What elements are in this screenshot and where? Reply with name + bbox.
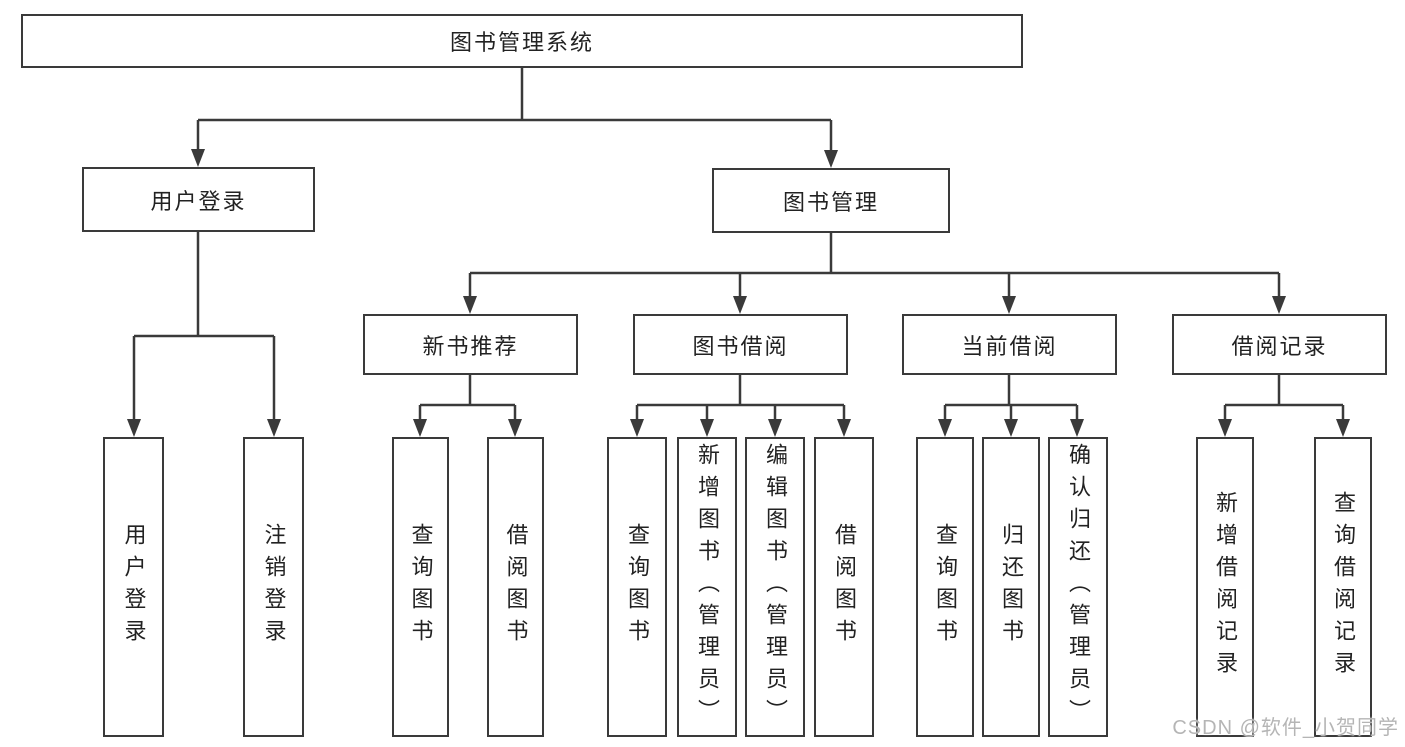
node-leaf-current-query-books: 查询图书 <box>916 437 974 737</box>
arrowheads <box>127 149 1350 437</box>
node-leaf-borrow-edit-books-label: 编辑图书（管理员） <box>763 443 788 731</box>
node-leaf-current-return-books-label: 归还图书 <box>999 523 1024 651</box>
csdn-watermark: CSDN @软件_小贺同学 <box>1172 717 1399 739</box>
node-book-borrow: 图书借阅 <box>633 314 848 375</box>
node-book-borrow-label: 图书借阅 <box>692 333 789 359</box>
arrow-down-icon <box>267 419 281 437</box>
node-leaf-borrow-query-books-label: 查询图书 <box>625 523 650 651</box>
node-leaf-user-login: 用户登录 <box>103 437 164 737</box>
connector-borrow-records <box>1223 375 1345 422</box>
arrow-down-icon <box>413 419 427 437</box>
node-root: 图书管理系统 <box>21 14 1023 68</box>
arrow-down-icon <box>630 419 644 437</box>
node-leaf-logout-label: 注销登录 <box>261 523 287 651</box>
arrow-down-icon <box>463 296 477 314</box>
arrow-down-icon <box>191 149 205 167</box>
node-leaf-current-confirm-return: 确认归还（管理员） <box>1048 437 1108 737</box>
arrow-down-icon <box>1218 419 1232 437</box>
connector-root <box>196 68 833 153</box>
node-borrow-records: 借阅记录 <box>1172 314 1387 375</box>
node-user-login: 用户登录 <box>82 167 315 232</box>
node-leaf-current-return-books: 归还图书 <box>982 437 1040 737</box>
arrow-down-icon <box>1004 419 1018 437</box>
connector-book-borrow <box>635 375 846 422</box>
node-current-borrow: 当前借阅 <box>902 314 1117 375</box>
node-leaf-rec-query-books-label: 查询图书 <box>408 523 434 651</box>
node-new-book-recommend: 新书推荐 <box>363 314 578 375</box>
node-leaf-records-add-record: 新增借阅记录 <box>1196 437 1254 737</box>
arrow-down-icon <box>1002 296 1016 314</box>
node-leaf-records-add-record-label: 新增借阅记录 <box>1213 491 1238 683</box>
node-leaf-rec-query-books: 查询图书 <box>392 437 449 737</box>
arrow-down-icon <box>768 419 782 437</box>
node-leaf-borrow-add-books: 新增图书（管理员） <box>677 437 737 737</box>
arrow-down-icon <box>127 419 141 437</box>
arrow-down-icon <box>508 419 522 437</box>
node-leaf-rec-borrow-books-label: 借阅图书 <box>503 523 529 651</box>
arrow-down-icon <box>700 419 714 437</box>
node-leaf-borrow-borrow-books-label: 借阅图书 <box>832 523 857 651</box>
node-borrow-records-label: 借阅记录 <box>1231 333 1328 359</box>
node-leaf-logout: 注销登录 <box>243 437 304 737</box>
arrow-down-icon <box>1336 419 1350 437</box>
connector-current-borrow <box>943 375 1079 422</box>
node-book-management: 图书管理 <box>712 168 950 233</box>
node-leaf-current-query-books-label: 查询图书 <box>933 523 958 651</box>
node-leaf-records-query-record-label: 查询借阅记录 <box>1331 491 1356 683</box>
arrow-down-icon <box>837 419 851 437</box>
connector-book-management <box>468 233 1281 299</box>
node-leaf-user-login-label: 用户登录 <box>121 523 147 651</box>
connector-user-login <box>132 232 276 422</box>
node-leaf-records-query-record: 查询借阅记录 <box>1314 437 1372 737</box>
connector-new-book-recommend <box>418 375 517 422</box>
node-new-book-recommend-label: 新书推荐 <box>422 333 519 359</box>
arrow-down-icon <box>733 296 747 314</box>
node-leaf-borrow-borrow-books: 借阅图书 <box>814 437 874 737</box>
node-leaf-borrow-edit-books: 编辑图书（管理员） <box>745 437 805 737</box>
node-leaf-rec-borrow-books: 借阅图书 <box>487 437 544 737</box>
node-root-label: 图书管理系统 <box>449 30 594 55</box>
arrow-down-icon <box>1272 296 1286 314</box>
arrow-down-icon <box>824 150 838 168</box>
arrow-down-icon <box>1070 419 1084 437</box>
node-current-borrow-label: 当前借阅 <box>961 333 1058 359</box>
node-leaf-borrow-add-books-label: 新增图书（管理员） <box>695 443 720 731</box>
node-user-login-label: 用户登录 <box>150 188 247 214</box>
node-leaf-borrow-query-books: 查询图书 <box>607 437 667 737</box>
node-leaf-current-confirm-return-label: 确认归还（管理员） <box>1066 443 1091 731</box>
arrow-down-icon <box>938 419 952 437</box>
node-book-management-label: 图书管理 <box>782 189 879 215</box>
